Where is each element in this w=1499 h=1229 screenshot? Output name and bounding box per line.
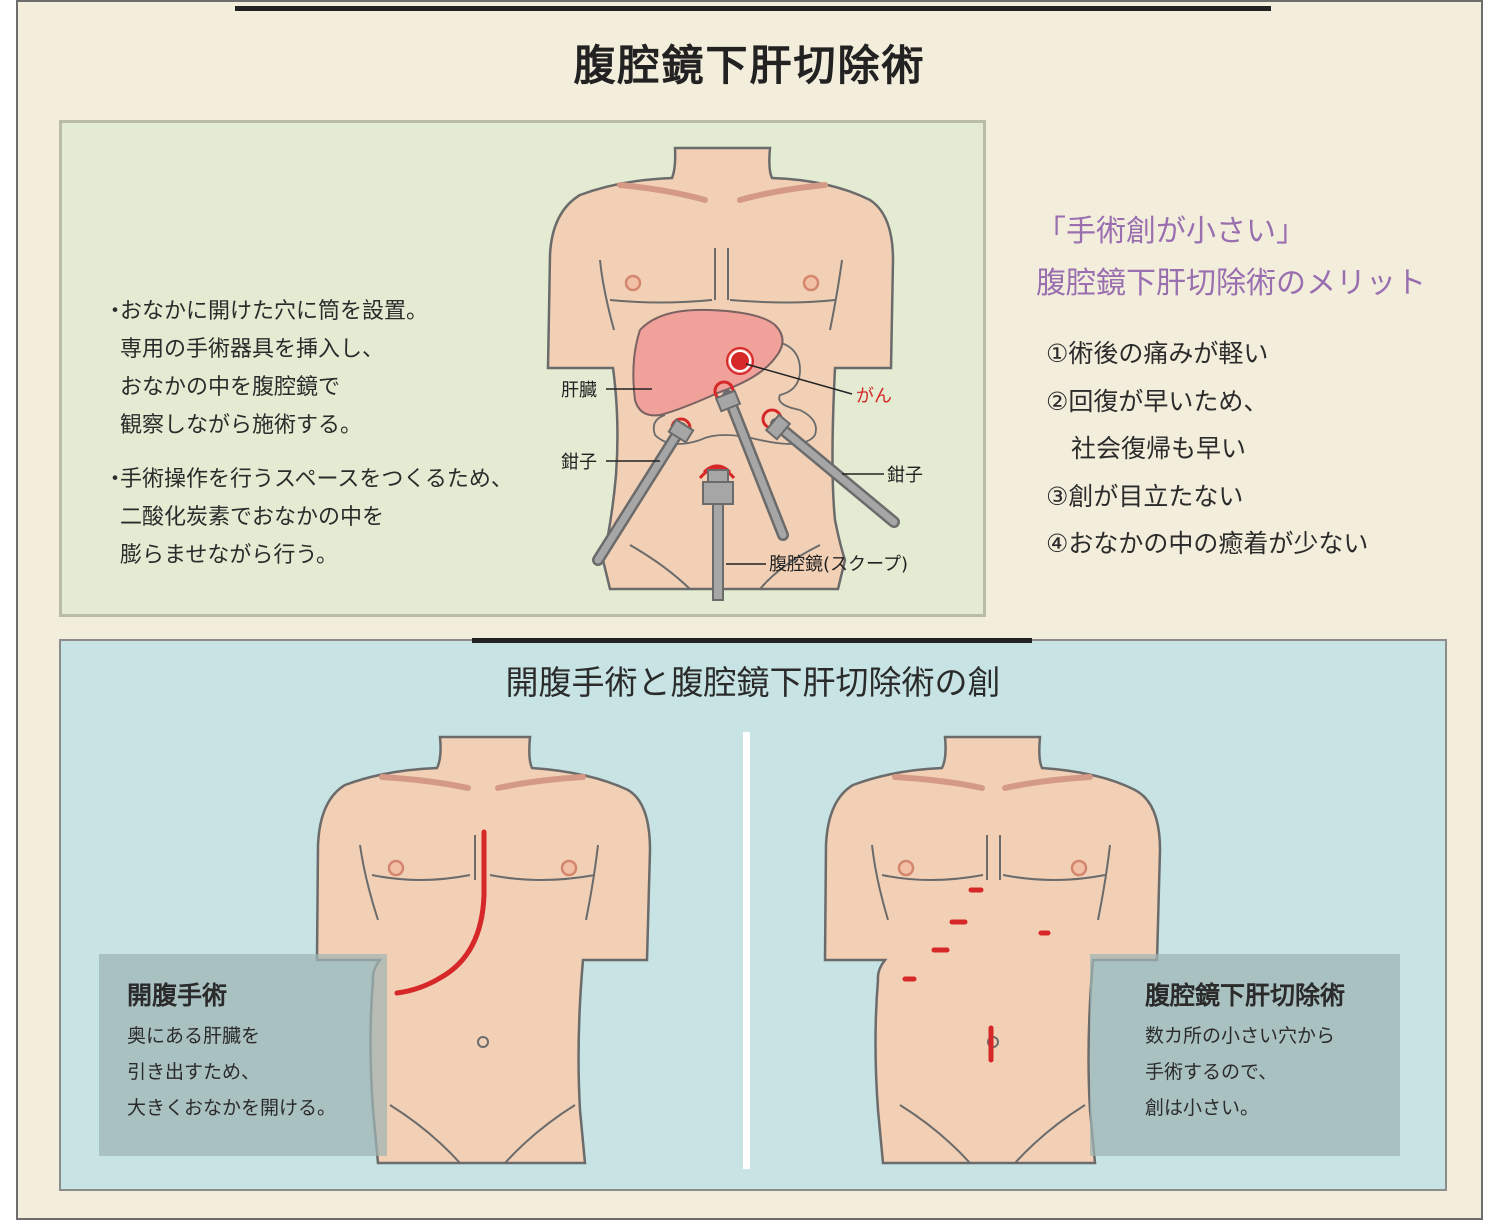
torso-laparoscopic [823, 735, 1162, 1165]
bullet-2-line: 手術操作を行うスペースをつくるため、 [120, 467, 513, 492]
laparoscopic-note: 腹腔鏡下肝切除術 数カ所の小さい穴から 手術するので、 創は小さい。 [1090, 954, 1400, 1156]
comparison-divider [743, 732, 750, 1169]
bullet-2-line: 二酸化炭素でおなかの中を [120, 505, 385, 530]
merit-item: ①術後の痛みが軽い [1046, 339, 1269, 368]
torso-open-surgery [315, 735, 652, 1165]
laparoscopic-line: 手術するので、 [1145, 1061, 1278, 1083]
forceps-left [592, 418, 695, 566]
scope-label: 腹腔鏡(スクープ) [769, 554, 908, 575]
merit-item: ③創が目立たない [1046, 481, 1244, 511]
open-surgery-line: 大きくおなかを開ける。 [127, 1097, 337, 1119]
merit-item: ②回復が早いため、 [1046, 386, 1269, 416]
bullet-2: ・ 手術操作を行うスペースをつくるため、 二酸化炭素でおなかの中を 膨らませなが… [104, 461, 513, 575]
open-surgery-line: 引き出すため、 [127, 1061, 261, 1083]
laparoscopic-line: 創は小さい。 [1145, 1097, 1260, 1119]
liver-label: 肝臓 [561, 380, 597, 401]
merits-title-line: 腹腔鏡下肝切除術のメリット [1036, 266, 1426, 301]
merits-title: 「手術創が小さい」 腹腔鏡下肝切除術のメリット [1036, 206, 1426, 310]
forceps-right [764, 413, 900, 528]
open-incision [394, 829, 487, 996]
bullet-1-line: おなかの中を腹腔鏡で [120, 375, 341, 400]
forceps-right-label: 鉗子 [887, 465, 923, 486]
merits-list: ①術後の痛みが軽い ②回復が早いため、 社会復帰も早い ③創が目立たない ④おな… [1046, 330, 1368, 568]
title-rule [235, 6, 1271, 11]
liver-shape [632, 308, 784, 417]
merit-item: 社会復帰も早い [1046, 434, 1247, 463]
cancer-marker [729, 350, 751, 372]
open-surgery-note: 開腹手術 奥にある肝臓を 引き出すため、 大きくおなかを開ける。 [99, 954, 387, 1156]
laparoscopic-text: 数カ所の小さい穴から 手術するので、 創は小さい。 [1145, 1018, 1335, 1126]
open-surgery-heading: 開腹手術 [127, 981, 228, 1010]
bullet-1: ・ おなかに開けた穴に筒を設置。 専用の手術器具を挿入し、 おなかの中を腹腔鏡で… [104, 293, 429, 445]
bullet-1-line: 専用の手術器具を挿入し、 [120, 337, 385, 362]
forceps-center [714, 389, 789, 541]
comparison-title: 開腹手術と腹腔鏡下肝切除術の創 [505, 663, 1001, 702]
merit-item: ④おなかの中の癒着が少ない [1046, 529, 1369, 558]
laparoscopic-line: 数カ所の小さい穴から [1145, 1025, 1336, 1047]
bullet-1-line: おなかに開けた穴に筒を設置。 [120, 299, 429, 324]
laparoscopic-heading: 腹腔鏡下肝切除術 [1145, 981, 1346, 1010]
forceps-left-label: 鉗子 [561, 452, 597, 473]
cancer-label: がん [856, 386, 892, 407]
comparison-title-rule [472, 638, 1032, 643]
bullet-1-line: 観察しながら施術する。 [120, 413, 363, 438]
open-surgery-text: 奥にある肝臓を 引き出すため、 大きくおなかを開ける。 [127, 1018, 336, 1126]
bullet-2-line: 膨らませながら行う。 [120, 543, 339, 568]
merits-title-line: 「手術創が小さい」 [1036, 214, 1306, 249]
laparoscope [702, 469, 734, 601]
open-surgery-line: 奥にある肝臓を [127, 1025, 261, 1047]
page-title: 腹腔鏡下肝切除術 [573, 41, 926, 90]
port-incisions [902, 887, 1051, 1063]
